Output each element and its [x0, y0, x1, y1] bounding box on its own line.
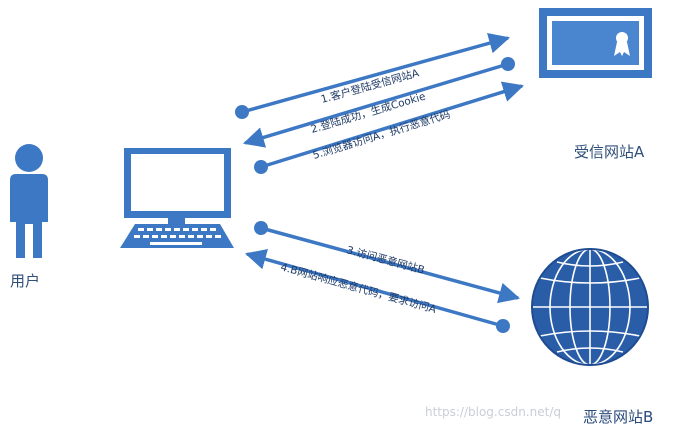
computer-icon: [120, 148, 234, 248]
arrow-step-1-origin-dot: [235, 105, 249, 119]
arrow-step-2-origin-dot: [501, 57, 515, 71]
certificate-icon: [539, 8, 652, 78]
step-3-label: 3.访问恶意网站B: [345, 243, 426, 276]
arrow-step-4-origin-dot: [496, 319, 510, 333]
arrow-step-3-origin-dot: [254, 221, 268, 235]
arrow-step-2: [242, 62, 509, 148]
arrow-step-5: [260, 81, 525, 169]
arrow-step-5-origin-dot: [254, 160, 268, 174]
globe-icon: [531, 248, 649, 366]
arrow-step-4: [244, 249, 504, 328]
arrow-step-3: [260, 226, 521, 304]
malicious-site-label: 恶意网站B: [583, 408, 654, 426]
user-label: 用户: [10, 272, 41, 290]
user-person-icon: [10, 144, 48, 258]
arrow-step-1: [241, 32, 511, 114]
trusted-site-label: 受信网站A: [574, 143, 645, 161]
watermark: https://blog.csdn.net/q: [425, 405, 561, 419]
